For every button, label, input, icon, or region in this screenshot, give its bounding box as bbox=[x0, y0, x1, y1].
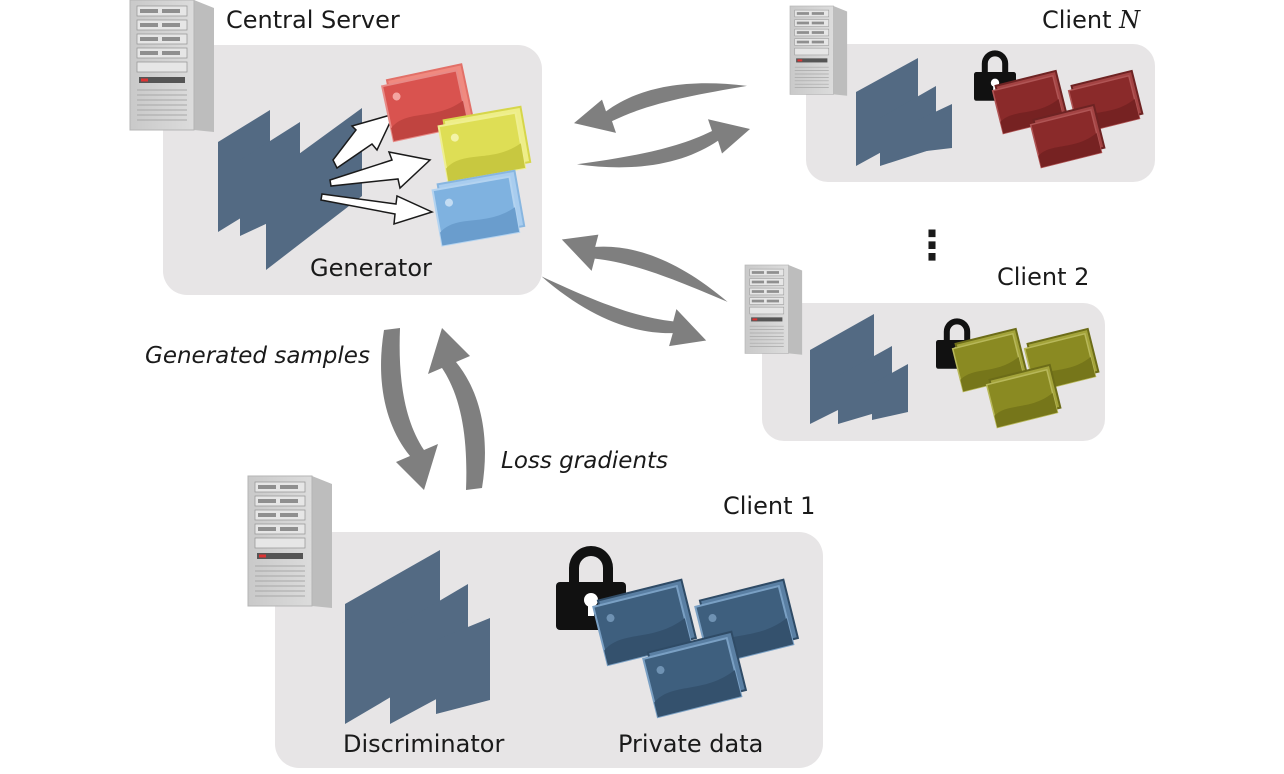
client-1-private-data-icon bbox=[592, 578, 800, 719]
central-server-title: Central Server bbox=[226, 6, 400, 34]
generator-output-arrows-icon bbox=[320, 112, 435, 226]
client-1-server-icon bbox=[247, 475, 333, 609]
client-n-server-icon bbox=[789, 5, 848, 97]
client-n-title-variable: N bbox=[1119, 6, 1141, 34]
client-2-private-data-icon bbox=[951, 327, 1100, 429]
client-2-server-icon bbox=[744, 264, 803, 356]
client-n-private-data-icon bbox=[991, 69, 1144, 169]
server-client-n-exchange-arrows-icon bbox=[574, 83, 750, 168]
client-2-title: Client 2 bbox=[997, 263, 1090, 291]
generator-label: Generator bbox=[310, 254, 432, 282]
client-2-discriminator-icon bbox=[810, 314, 908, 424]
loss-gradients-label: Loss gradients bbox=[501, 448, 669, 474]
server-client-1-exchange-arrows-icon bbox=[381, 328, 485, 490]
client-n-title: Client N bbox=[1042, 6, 1140, 34]
private-data-label: Private data bbox=[618, 730, 764, 758]
client-n-title-prefix: Client bbox=[1042, 6, 1120, 34]
central-server-icon bbox=[129, 0, 215, 133]
generator-network-icon bbox=[218, 108, 362, 270]
more-clients-ellipsis: ⋮ bbox=[912, 223, 952, 269]
generated-samples-icon bbox=[380, 63, 532, 247]
client-1-discriminator-icon bbox=[345, 550, 490, 724]
server-client-2-exchange-arrows-icon bbox=[537, 205, 732, 374]
generated-samples-label: Generated samples bbox=[145, 343, 370, 369]
discriminator-label: Discriminator bbox=[343, 730, 505, 758]
client-1-title: Client 1 bbox=[723, 492, 816, 520]
client-n-discriminator-icon bbox=[856, 58, 952, 166]
